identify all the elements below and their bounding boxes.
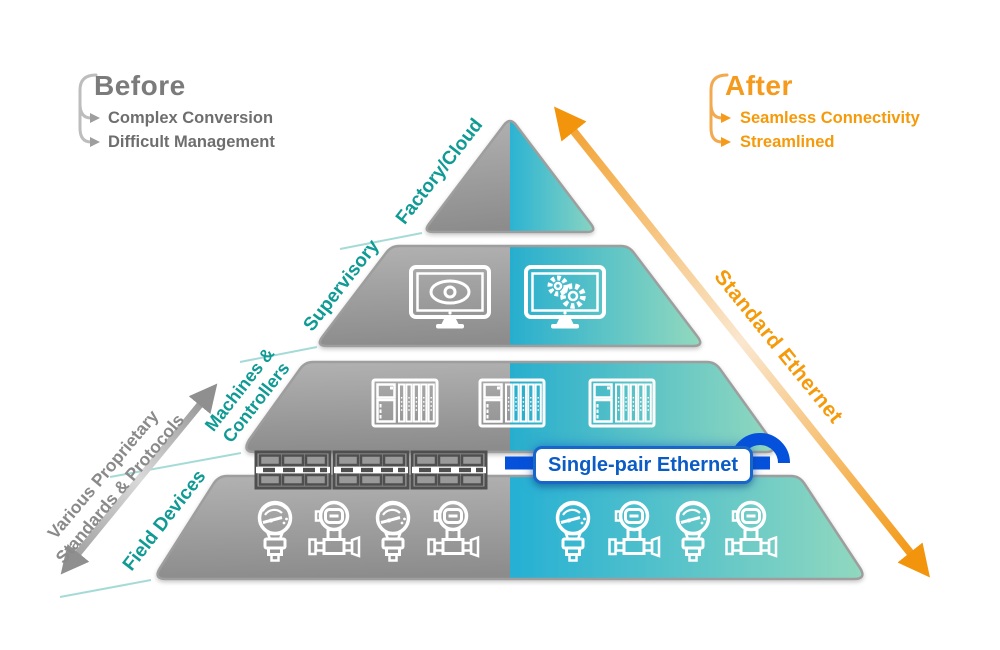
gateway-row [256,452,486,488]
protocol-gateway-icon [334,452,408,488]
after-heading: After [725,70,793,101]
tier-supervisory [318,244,702,348]
proprietary-protocols-arrow [60,383,218,575]
tier-machines-controllers [245,360,775,454]
after-bracket-arrows [709,73,731,147]
after-bullet-1: Seamless Connectivity [740,109,920,127]
before-heading: Before [94,70,186,101]
single-pair-ethernet-badge: Single-pair Ethernet [533,446,753,484]
protocol-gateway-icon [256,452,330,488]
before-bullet-1: Complex Conversion [108,109,274,127]
protocol-gateway-icon [412,452,486,488]
single-pair-ethernet-label: Single-pair Ethernet [547,453,739,476]
before-bullet-2: Difficult Management [108,133,275,151]
standard-ethernet-arrow [554,106,930,578]
after-bullet-2: Streamlined [740,133,835,151]
before-bracket-arrows [78,73,100,147]
